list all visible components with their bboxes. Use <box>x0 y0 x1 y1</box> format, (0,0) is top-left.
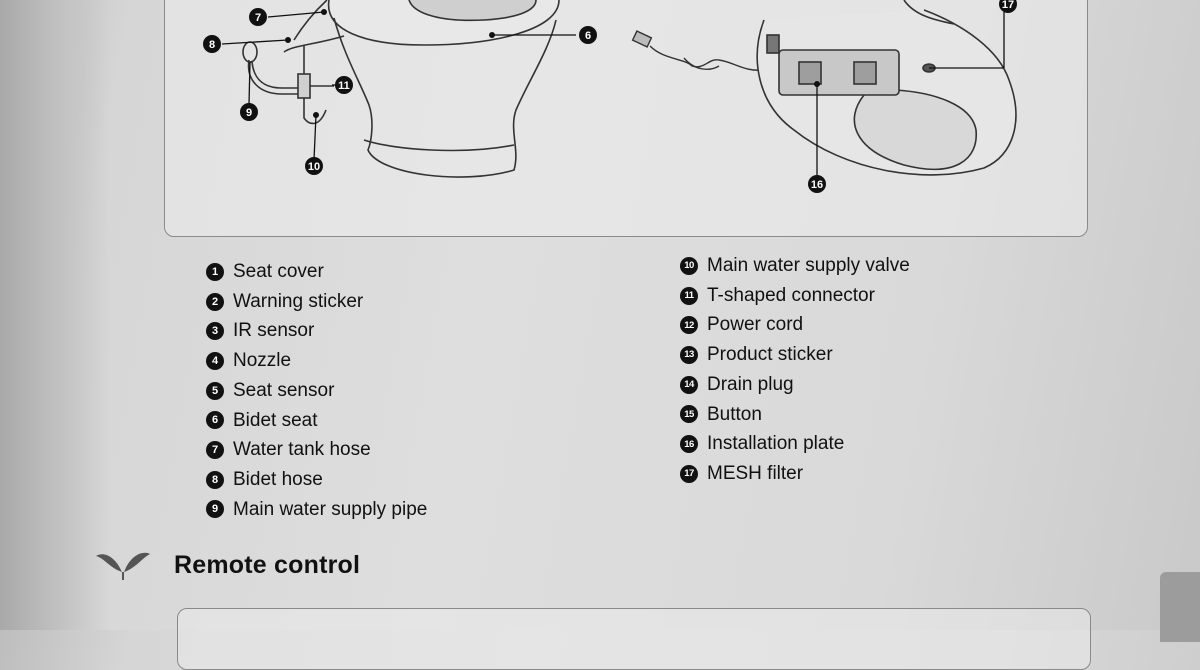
legend-label: IR sensor <box>233 320 315 342</box>
svg-text:7: 7 <box>255 12 261 24</box>
hose-assembly <box>242 0 345 125</box>
page-binding-edge <box>0 0 110 630</box>
legend-item: 4 Nozzle <box>206 346 427 376</box>
legend-label: Power cord <box>707 314 804 336</box>
power-cord-illustration <box>631 30 765 71</box>
legend-label: Product sticker <box>707 344 833 366</box>
legend-item: 10 Main water supply valve <box>680 251 910 281</box>
svg-text:9: 9 <box>246 107 252 119</box>
legend-label: Installation plate <box>707 433 845 455</box>
legend-label: Drain plug <box>707 373 794 395</box>
legend-label: Main water supply pipe <box>233 498 428 520</box>
callout-16: 16 <box>808 175 826 193</box>
legend-number: 11 <box>680 286 698 305</box>
legend-number: 6 <box>206 411 224 430</box>
legend-label: Button <box>707 403 762 425</box>
legend-number: 5 <box>206 381 224 400</box>
callout-17: 17 <box>999 0 1017 13</box>
legend-number: 12 <box>680 316 698 335</box>
legend-label: Warning sticker <box>233 290 364 312</box>
legend-number: 3 <box>206 322 224 341</box>
svg-text:8: 8 <box>209 39 215 51</box>
legend-label: T-shaped connector <box>707 284 875 306</box>
callout-9: 9 <box>240 103 258 121</box>
legend-item: 13 Product sticker <box>680 340 910 370</box>
svg-text:6: 6 <box>585 30 591 42</box>
bidet-seat-illustration <box>756 0 1017 176</box>
legend-label: MESH filter <box>707 462 804 484</box>
svg-text:16: 16 <box>811 179 823 191</box>
legend-item: 12 Power cord <box>680 310 910 340</box>
legend-number: 10 <box>680 256 698 275</box>
legend-item: 3 IR sensor <box>206 316 427 346</box>
legend-number: 8 <box>206 470 224 489</box>
legend-number: 16 <box>680 435 698 454</box>
parts-legend-right: 10 Main water supply valve 11 T-shaped con… <box>680 251 910 489</box>
legend-label: Nozzle <box>233 350 292 372</box>
legend-item: 16 Installation plate <box>680 429 910 459</box>
legend-item: 14 Drain plug <box>680 370 910 400</box>
legend-number: 15 <box>680 405 698 424</box>
svg-text:17: 17 <box>1002 0 1014 11</box>
legend-number: 13 <box>680 345 698 364</box>
legend-item: 11 T-shaped connector <box>680 281 910 311</box>
legend-label: Seat cover <box>233 261 324 282</box>
legend-item: 7 Water tank hose <box>206 435 427 465</box>
legend-item: 5 Seat sensor <box>206 376 427 406</box>
legend-item: 9 Main water supply pipe <box>206 495 427 525</box>
callout-6: 6 <box>579 26 597 44</box>
legend-number: 4 <box>206 351 224 370</box>
callout-8: 8 <box>203 35 221 53</box>
section-title-remote-control: Remote control <box>174 551 361 579</box>
legend-item: 2 Warning sticker <box>206 287 427 317</box>
legend-number: 7 <box>206 441 224 460</box>
legend-number: 9 <box>206 500 224 519</box>
legend-number: 1 <box>206 262 224 281</box>
legend-item: 8 Bidet hose <box>206 465 427 495</box>
legend-label: Seat sensor <box>233 379 335 401</box>
legend-number: 17 <box>680 464 698 483</box>
legend-item: 17 MESH filter <box>680 459 910 489</box>
legend-item: 15 Button <box>680 400 910 430</box>
legend-number: 14 <box>680 375 698 394</box>
legend-number: 2 <box>206 292 224 311</box>
toilet-bidet-diagram: 7 8 9 10 11 6 16 17 <box>203 0 1017 193</box>
legend-item: 1 Seat cover <box>206 257 427 287</box>
callout-7: 7 <box>249 8 267 26</box>
toilet-illustration <box>327 0 560 178</box>
remote-control-diagram-frame <box>177 608 1091 670</box>
next-page-edge <box>1160 572 1200 642</box>
legend-label: Main water supply valve <box>707 255 910 276</box>
legend-label: Bidet hose <box>233 468 323 490</box>
svg-text:11: 11 <box>338 80 350 92</box>
legend-label: Water tank hose <box>233 439 371 461</box>
svg-text:10: 10 <box>308 161 320 173</box>
leaf-icon <box>96 552 150 580</box>
callout-11: 11 <box>335 76 353 94</box>
legend-item: 6 Bidet seat <box>206 406 427 436</box>
legend-label: Bidet seat <box>233 409 318 431</box>
callout-10: 10 <box>305 157 323 175</box>
